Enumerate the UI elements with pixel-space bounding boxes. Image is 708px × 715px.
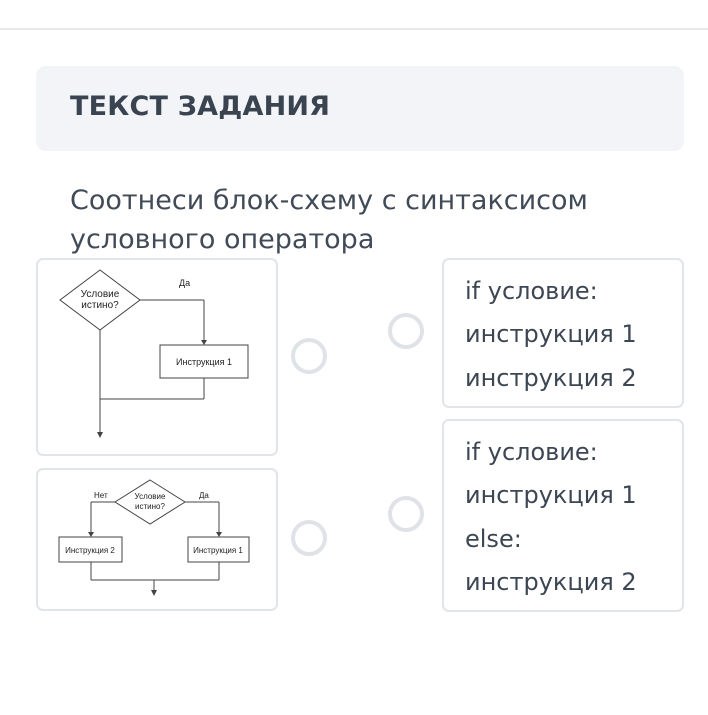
question-text: Соотнеси блок-схему с синтаксисом условн… — [70, 181, 670, 259]
flowchart-1-diagram: Условие истино? Да Инструкция 1 — [59, 269, 249, 438]
flowchart-1-yes-arrow — [201, 340, 207, 345]
flowchart-2-radio[interactable] — [291, 520, 327, 556]
flowchart-2-condition-diamond — [114, 479, 186, 525]
option-1-line-3: инструкция 2 — [465, 364, 637, 392]
flowchart-card-2[interactable]: Условие истино? Нет Да Инструкция 2 Инст… — [36, 468, 278, 611]
flowchart-1-instruction-box — [159, 344, 249, 379]
code-option-card-2[interactable]: if условие: инструкция 1 else: инструкци… — [442, 419, 684, 612]
flowchart-2-condition-line2: истино? — [135, 502, 165, 511]
option-2-line-1: if условие: — [465, 438, 598, 466]
option-2-line-3: else: — [465, 525, 522, 553]
flowchart-2-condition-line1: Условие — [135, 492, 166, 501]
flowchart-2-yes-arrow — [216, 532, 222, 537]
option-2-line-4: инструкция 2 — [465, 568, 637, 596]
option-1-line-1: if условие: — [465, 277, 598, 305]
flowchart-2-end-arrow — [151, 590, 157, 596]
flowchart-2-yes-label: Да — [199, 491, 209, 500]
task-header-title: ТЕКСТ ЗАДАНИЯ — [70, 91, 331, 122]
question-line-2: условного оператора — [70, 224, 375, 255]
flowchart-2-instruction-right-box — [187, 536, 250, 563]
flowchart-2-no-arrow — [88, 532, 94, 537]
flowchart-card-1[interactable]: Условие истино? Да Инструкция 1 — [36, 258, 278, 456]
top-divider — [0, 28, 708, 30]
option-1-line-2: инструкция 1 — [465, 320, 637, 348]
flowchart-1-yes-label: Да — [179, 278, 190, 288]
task-header: ТЕКСТ ЗАДАНИЯ — [36, 66, 684, 151]
flowchart-1-condition-line2: истино? — [81, 300, 119, 311]
flowchart-1-condition-line1: Условие — [81, 289, 120, 300]
flowchart-1-radio[interactable] — [291, 338, 327, 374]
flowchart-2-instruction-left-label: Инструкция 2 — [65, 546, 115, 555]
flowchart-2-diagram: Условие истино? Нет Да Инструкция 2 Инст… — [58, 479, 250, 596]
flowchart-1-instruction-label: Инструкция 1 — [176, 357, 232, 367]
flowchart-1-end-arrow — [97, 432, 103, 438]
option-2-radio[interactable] — [388, 496, 424, 532]
flowchart-2-no-label: Нет — [94, 491, 108, 500]
code-option-card-1[interactable]: if условие: инструкция 1 инструкция 2 — [442, 258, 684, 408]
option-2-line-2: инструкция 1 — [465, 481, 637, 509]
question-line-1: Соотнеси блок-схему с синтаксисом — [70, 185, 588, 216]
option-1-radio[interactable] — [388, 313, 424, 349]
flowchart-2-instruction-right-label: Инструкция 1 — [193, 546, 243, 555]
